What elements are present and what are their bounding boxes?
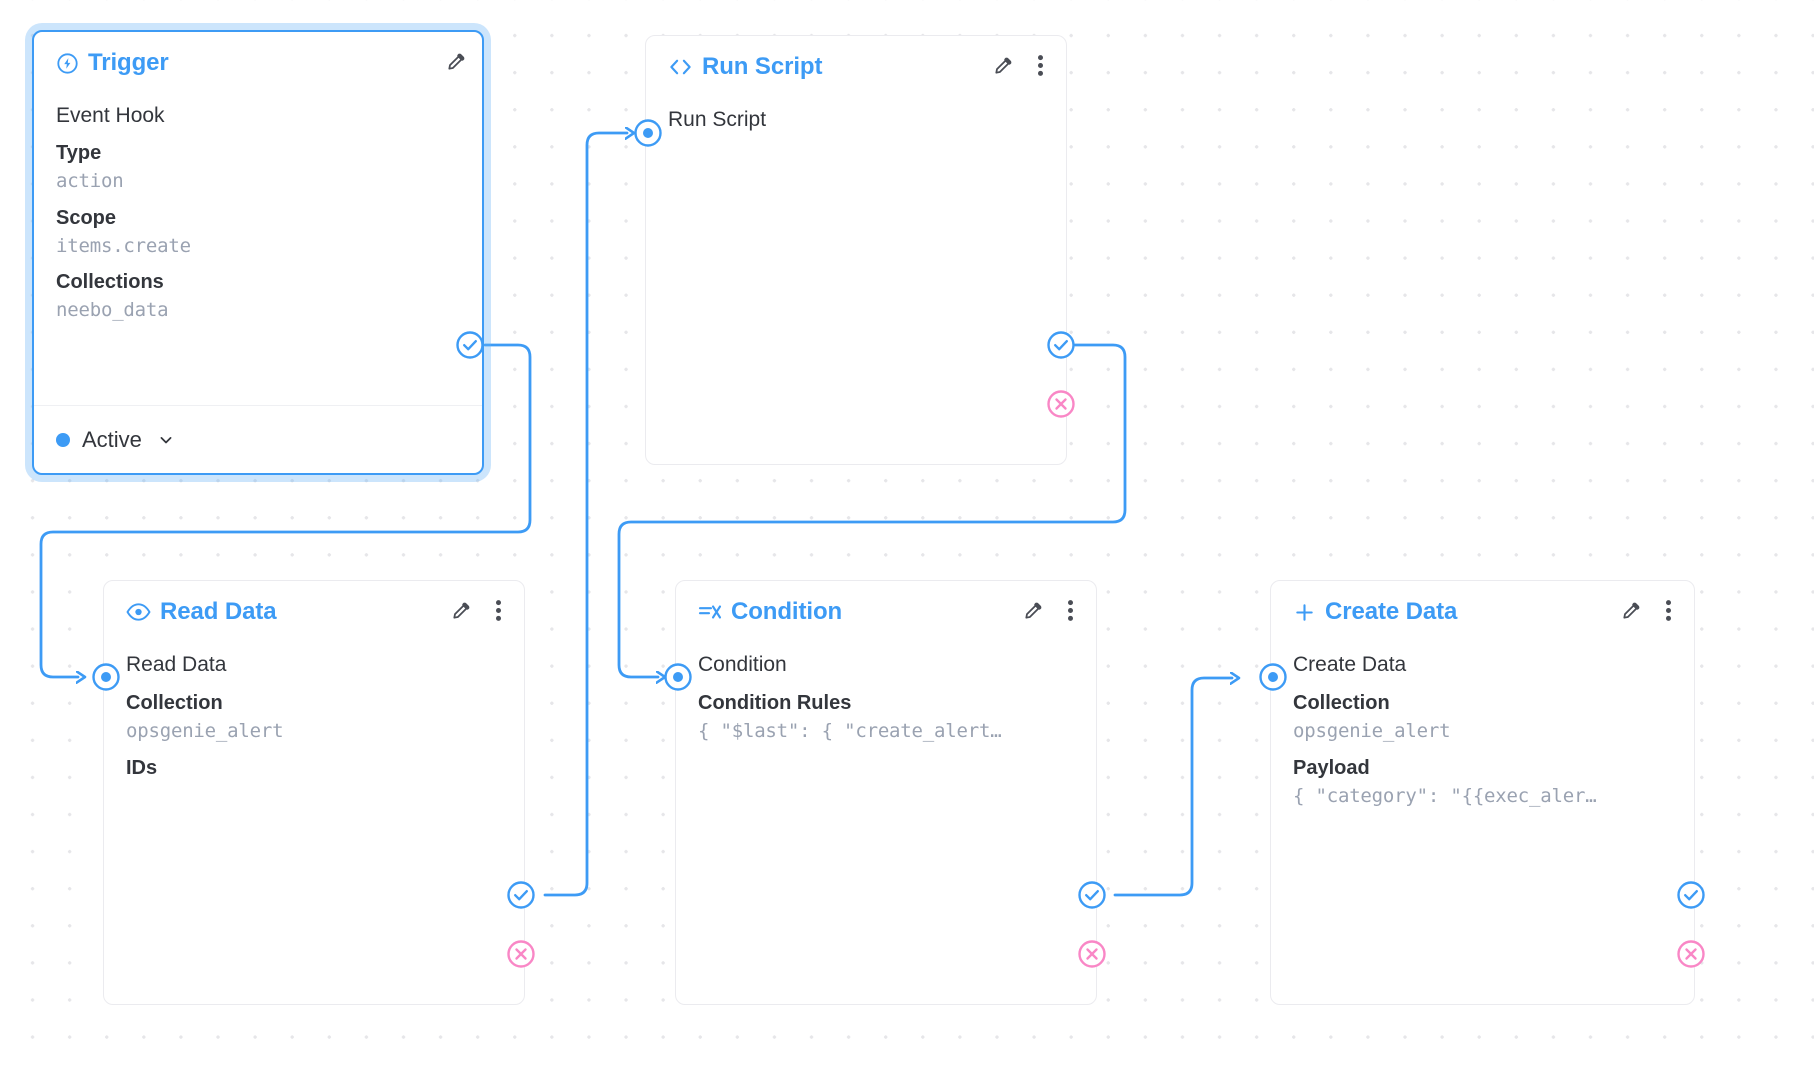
port-read-data-input[interactable] <box>91 662 121 692</box>
node-run-script-title: Run Script <box>702 53 823 80</box>
node-trigger-actions <box>443 46 469 76</box>
port-condition-resolve[interactable] <box>1077 880 1107 910</box>
node-condition-header: Condition <box>676 581 1096 643</box>
node-condition-title-group: Condition <box>698 598 842 626</box>
node-run-script-header: Run Script <box>646 36 1066 98</box>
port-read-data-reject[interactable] <box>506 939 536 969</box>
port-create-data-reject[interactable] <box>1676 939 1706 969</box>
node-run-script-body: Run Script <box>646 98 1066 147</box>
node-create-data-title-group: Create Data <box>1293 598 1457 626</box>
status-label: Active <box>82 426 142 452</box>
node-trigger-footer: Active <box>34 405 482 473</box>
plus-icon <box>1293 601 1316 624</box>
node-trigger-body: Event Hook Type action Scope items.creat… <box>34 94 482 335</box>
field-label-create-collection: Collection <box>1293 692 1390 715</box>
kebab-menu-icon[interactable] <box>1027 50 1053 80</box>
port-read-data-resolve[interactable] <box>506 880 536 910</box>
status-dot-icon <box>56 432 70 447</box>
port-condition-input[interactable] <box>663 662 693 692</box>
port-run-script-input[interactable] <box>633 118 663 148</box>
node-create-data-actions <box>1618 595 1681 625</box>
node-read-data-body: Read Data Collection opsgenie_alert IDs <box>104 643 524 793</box>
kebab-menu-icon[interactable] <box>1655 595 1681 625</box>
node-trigger-title-group: Trigger <box>56 49 169 77</box>
field-value-condition-rules: { "$last": { "create_alert… <box>698 720 1002 743</box>
node-run-script[interactable]: Run Script Run Scr <box>645 35 1067 465</box>
port-condition-reject[interactable] <box>1077 939 1107 969</box>
node-condition-actions <box>1020 595 1083 625</box>
port-run-script-resolve[interactable] <box>1046 330 1076 360</box>
port-create-data-resolve[interactable] <box>1676 880 1706 910</box>
node-create-data-row-title: Create Data <box>1293 653 1407 676</box>
field-label-payload: Payload <box>1293 756 1370 779</box>
pencil-icon[interactable] <box>1618 595 1644 625</box>
node-run-script-title-group: Run Script <box>668 53 822 81</box>
eye-icon <box>126 602 151 622</box>
port-create-data-input[interactable] <box>1258 662 1288 692</box>
node-run-script-row-title: Run Script <box>668 108 767 131</box>
status-badge[interactable]: Active <box>56 427 176 453</box>
node-read-data[interactable]: Read Data Read Dat <box>103 580 525 1005</box>
node-read-data-title: Read Data <box>160 598 277 625</box>
pencil-icon[interactable] <box>443 46 469 76</box>
field-label-scope: Scope <box>56 206 117 229</box>
port-run-script-reject[interactable] <box>1046 389 1076 419</box>
pencil-icon[interactable] <box>990 50 1016 80</box>
node-condition-body: Condition Condition Rules { "$last": { "… <box>676 643 1096 756</box>
field-label-ids: IDs <box>126 756 158 779</box>
field-value-create-collection: opsgenie_alert <box>1293 720 1451 743</box>
node-trigger-row-title: Event Hook <box>56 104 165 127</box>
node-trigger-title: Trigger <box>88 49 169 76</box>
edge-condition-to-create-data <box>1113 678 1232 897</box>
field-label-condition-rules: Condition Rules <box>698 692 852 715</box>
node-create-data[interactable]: Create Data Create <box>1270 580 1695 1005</box>
node-read-data-actions <box>448 595 511 625</box>
node-trigger-header: Trigger <box>34 32 482 94</box>
kebab-menu-icon[interactable] <box>1057 595 1083 625</box>
field-value-scope: items.create <box>56 234 191 257</box>
field-value-payload: { "category": "{{exec_aler… <box>1293 784 1597 807</box>
kebab-menu-icon[interactable] <box>485 595 511 625</box>
node-condition-row-title: Condition <box>698 653 787 676</box>
field-label-collections: Collections <box>56 271 164 294</box>
node-read-data-title-group: Read Data <box>126 598 277 626</box>
field-value-type: action <box>56 170 124 193</box>
node-read-data-header: Read Data <box>104 581 524 643</box>
condition-filter-icon <box>698 602 722 623</box>
edge-read-data-to-run-script <box>543 133 627 897</box>
node-trigger[interactable]: Trigger Event Hook Type action Scope ite… <box>32 30 484 475</box>
node-create-data-header: Create Data <box>1271 581 1694 643</box>
pencil-icon[interactable] <box>1020 595 1046 625</box>
node-read-data-row-title: Read Data <box>126 653 227 676</box>
field-value-collection: opsgenie_alert <box>126 720 284 743</box>
node-run-script-actions <box>990 50 1053 80</box>
node-create-data-body: Create Data Collection opsgenie_alert Pa… <box>1271 643 1694 820</box>
code-brackets-icon <box>668 56 693 78</box>
node-create-data-title: Create Data <box>1325 598 1458 625</box>
lightning-circle-icon <box>56 52 79 75</box>
node-condition[interactable]: Condition Conditio <box>675 580 1097 1005</box>
field-value-collections: neebo_data <box>56 299 169 322</box>
node-condition-title: Condition <box>731 598 843 625</box>
pencil-icon[interactable] <box>448 595 474 625</box>
port-trigger-resolve[interactable] <box>455 330 485 360</box>
chevron-down-icon[interactable] <box>156 430 176 450</box>
field-label-type: Type <box>56 142 102 165</box>
field-label-collection: Collection <box>126 692 223 715</box>
